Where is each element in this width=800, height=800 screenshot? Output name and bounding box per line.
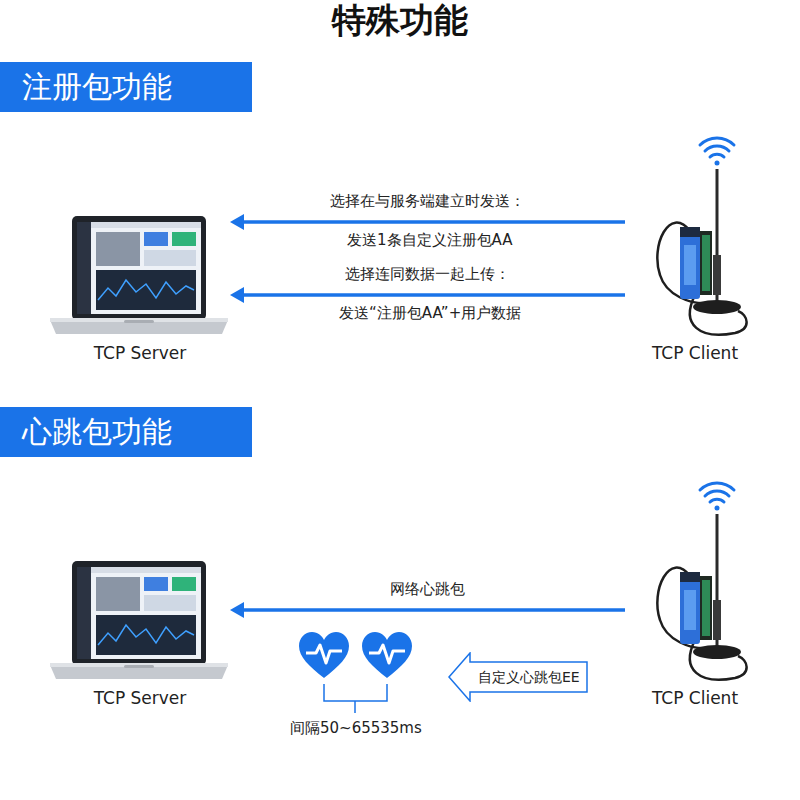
- heart-icon: [362, 632, 412, 678]
- connector-arrow: [230, 602, 625, 618]
- device-label: TCP Server: [94, 687, 187, 709]
- connector-label: 选择在与服务端建立时发送：: [326, 191, 529, 211]
- device-node: TCP Server: [50, 212, 230, 364]
- interval-bracket: [324, 684, 387, 713]
- heart-shape: [299, 632, 349, 678]
- pulse-line: [369, 645, 405, 663]
- laptop: [50, 216, 228, 334]
- connector-arrow: [230, 287, 625, 303]
- device-label: TCP Server: [94, 342, 187, 364]
- section-band: 心跳包功能: [0, 407, 252, 457]
- connector-arrow: [230, 214, 625, 230]
- arrow-head: [230, 602, 244, 618]
- device-label: TCP Client: [652, 687, 738, 709]
- connector-line: [244, 220, 625, 224]
- arrow-head: [230, 287, 244, 303]
- edge-note: 发送1条自定义注册包AA: [344, 230, 515, 250]
- callout-text: 自定义心跳包EE: [478, 668, 580, 686]
- wireless-device: [657, 138, 746, 335]
- connector-line: [244, 293, 625, 297]
- section-title: 心跳包功能: [22, 414, 172, 450]
- callout-arrow: 自定义心跳包EE: [448, 652, 588, 702]
- device-node: TCP Server: [50, 557, 230, 709]
- laptop: [50, 561, 228, 679]
- section-band: 注册包功能: [0, 62, 252, 112]
- heart-shape: [362, 632, 412, 678]
- device-label: TCP Client: [652, 342, 738, 364]
- pulse-line: [306, 645, 342, 663]
- arrow-head: [230, 214, 244, 230]
- connector-line: [244, 608, 625, 612]
- heart-icon: [299, 632, 349, 678]
- interval-note: 间隔50~65535ms: [287, 718, 425, 738]
- wireless-device: [657, 483, 746, 680]
- device-node: TCP Client: [625, 132, 765, 364]
- connector-label: 网络心跳包: [386, 579, 469, 599]
- device-node: TCP Client: [625, 477, 765, 709]
- edge-note: 发送“注册包AA”+用户数据: [336, 303, 524, 323]
- callout-arrow-shape: [449, 653, 587, 701]
- section-title: 注册包功能: [22, 69, 172, 105]
- page-title: 特殊功能: [0, 0, 800, 40]
- connector-label: 选择连同数据一起上传：: [341, 264, 514, 284]
